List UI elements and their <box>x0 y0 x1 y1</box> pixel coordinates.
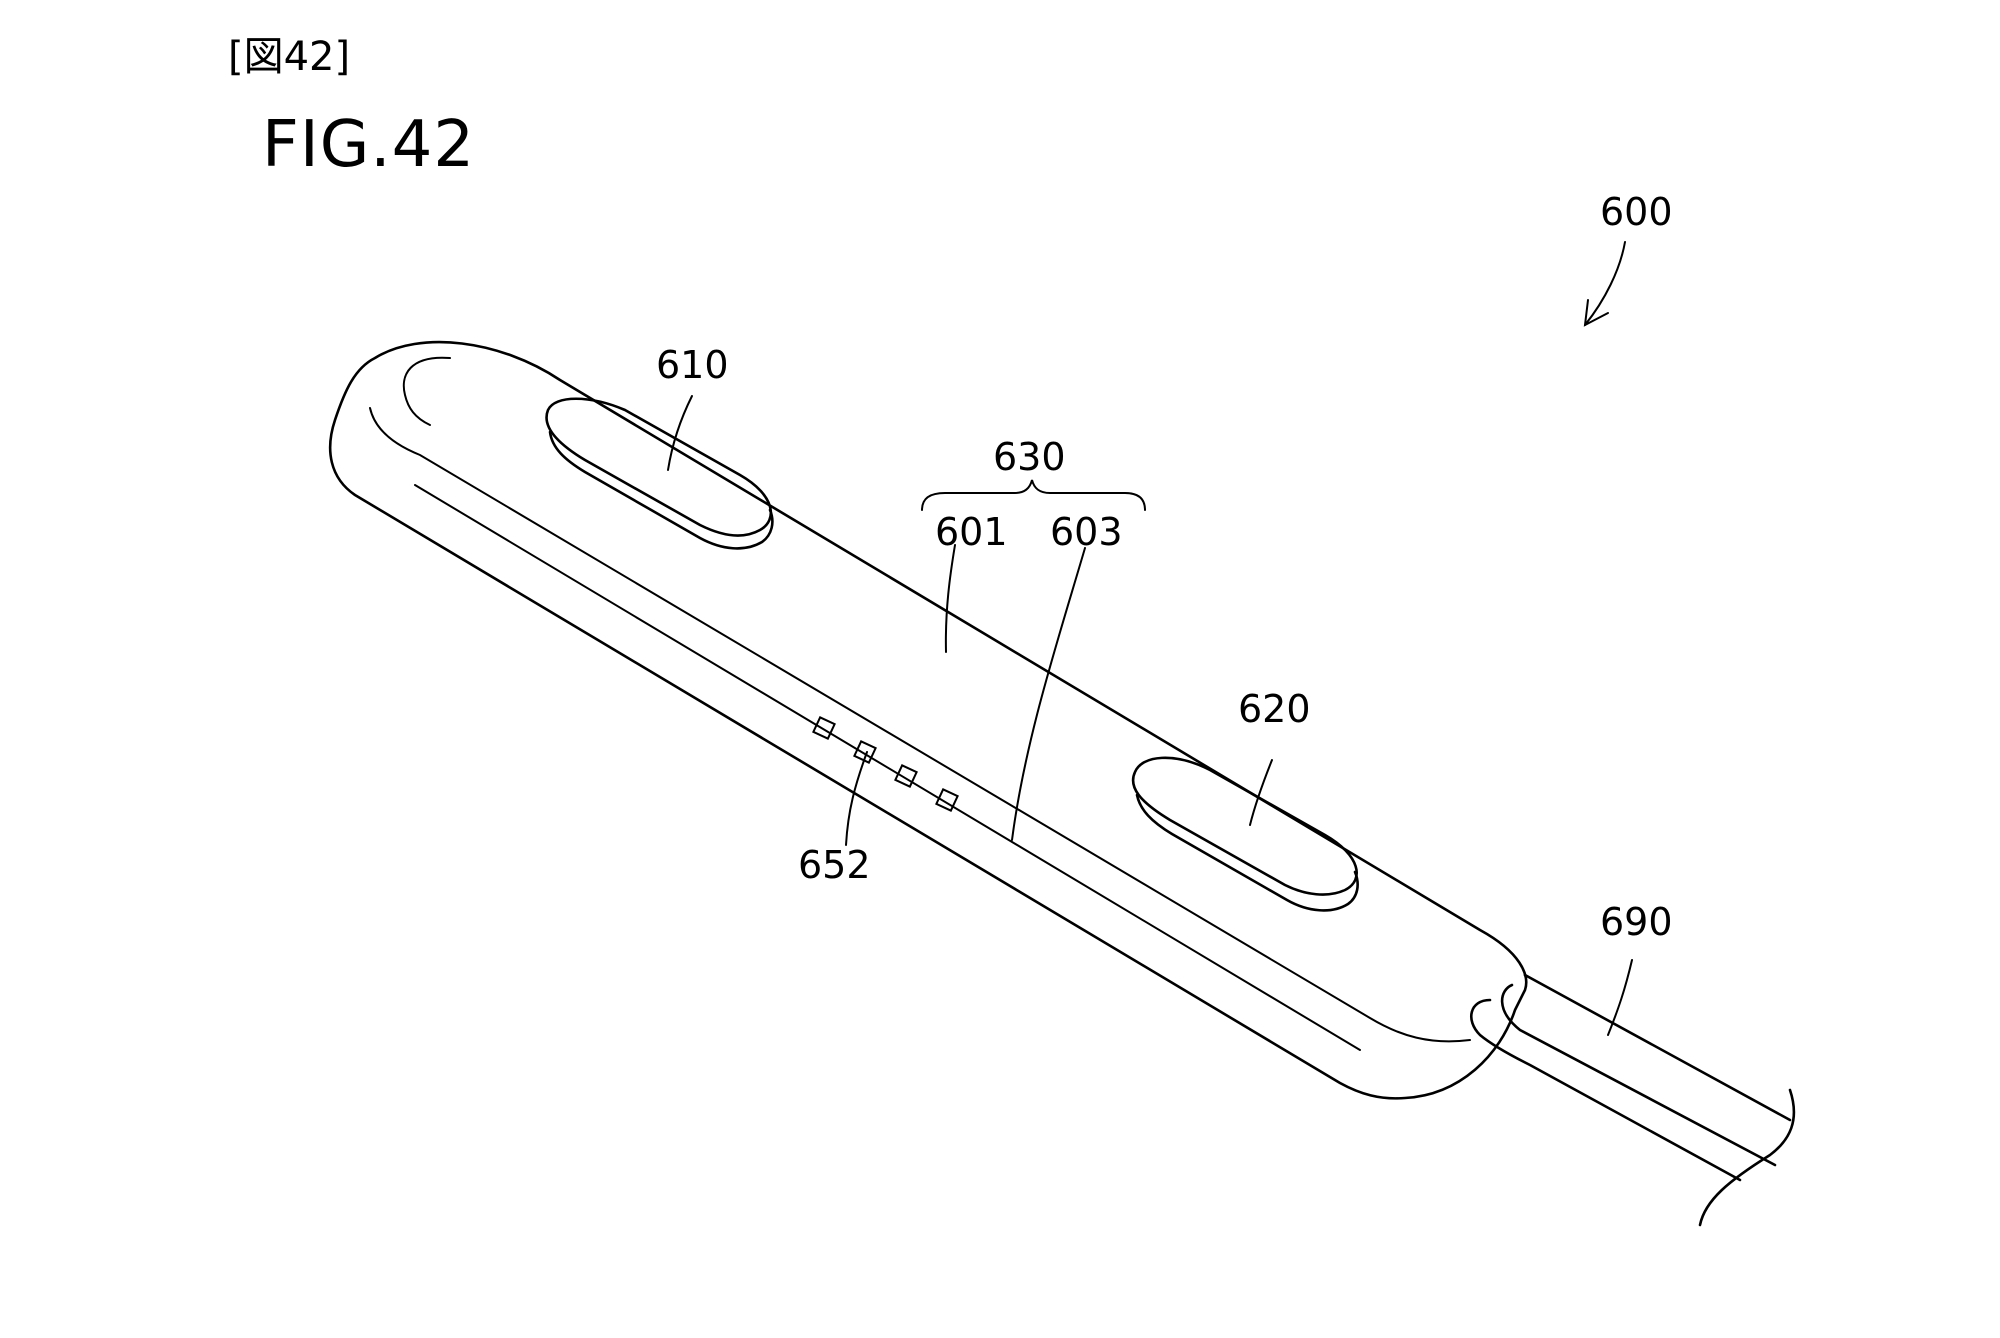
button-620 <box>1133 758 1358 911</box>
label-600: 600 <box>1600 190 1673 234</box>
parting-line-lower <box>415 485 1360 1050</box>
hole <box>813 717 834 738</box>
figure-tag: [図42] <box>228 24 350 82</box>
label-610: 610 <box>656 343 729 387</box>
label-620: 620 <box>1238 687 1311 731</box>
label-601: 601 <box>935 510 1008 554</box>
label-603: 603 <box>1050 510 1123 554</box>
label-630: 630 <box>993 435 1066 479</box>
cable-break <box>1700 1090 1794 1225</box>
button-620-base <box>1137 795 1358 910</box>
leader-601 <box>946 545 955 652</box>
brace-630 <box>922 480 1145 510</box>
leader-620 <box>1250 760 1272 825</box>
body-top-ridge <box>404 358 450 425</box>
button-620-top <box>1133 758 1357 895</box>
leader-610 <box>668 396 692 470</box>
cable-inner-edge <box>1471 1000 1740 1180</box>
label-652: 652 <box>798 843 871 887</box>
body-outline <box>330 342 1526 1098</box>
leader-690 <box>1608 960 1632 1035</box>
cable-collar <box>1502 985 1775 1165</box>
cable-outer-top <box>1525 975 1790 1120</box>
leader-603 <box>1012 548 1085 840</box>
figure-title: FIG.42 <box>262 108 475 182</box>
label-690: 690 <box>1600 900 1673 944</box>
button-610-base <box>550 432 772 548</box>
cable-690 <box>1471 975 1794 1225</box>
button-610 <box>547 399 773 549</box>
arrow-600-shaft <box>1585 242 1625 325</box>
